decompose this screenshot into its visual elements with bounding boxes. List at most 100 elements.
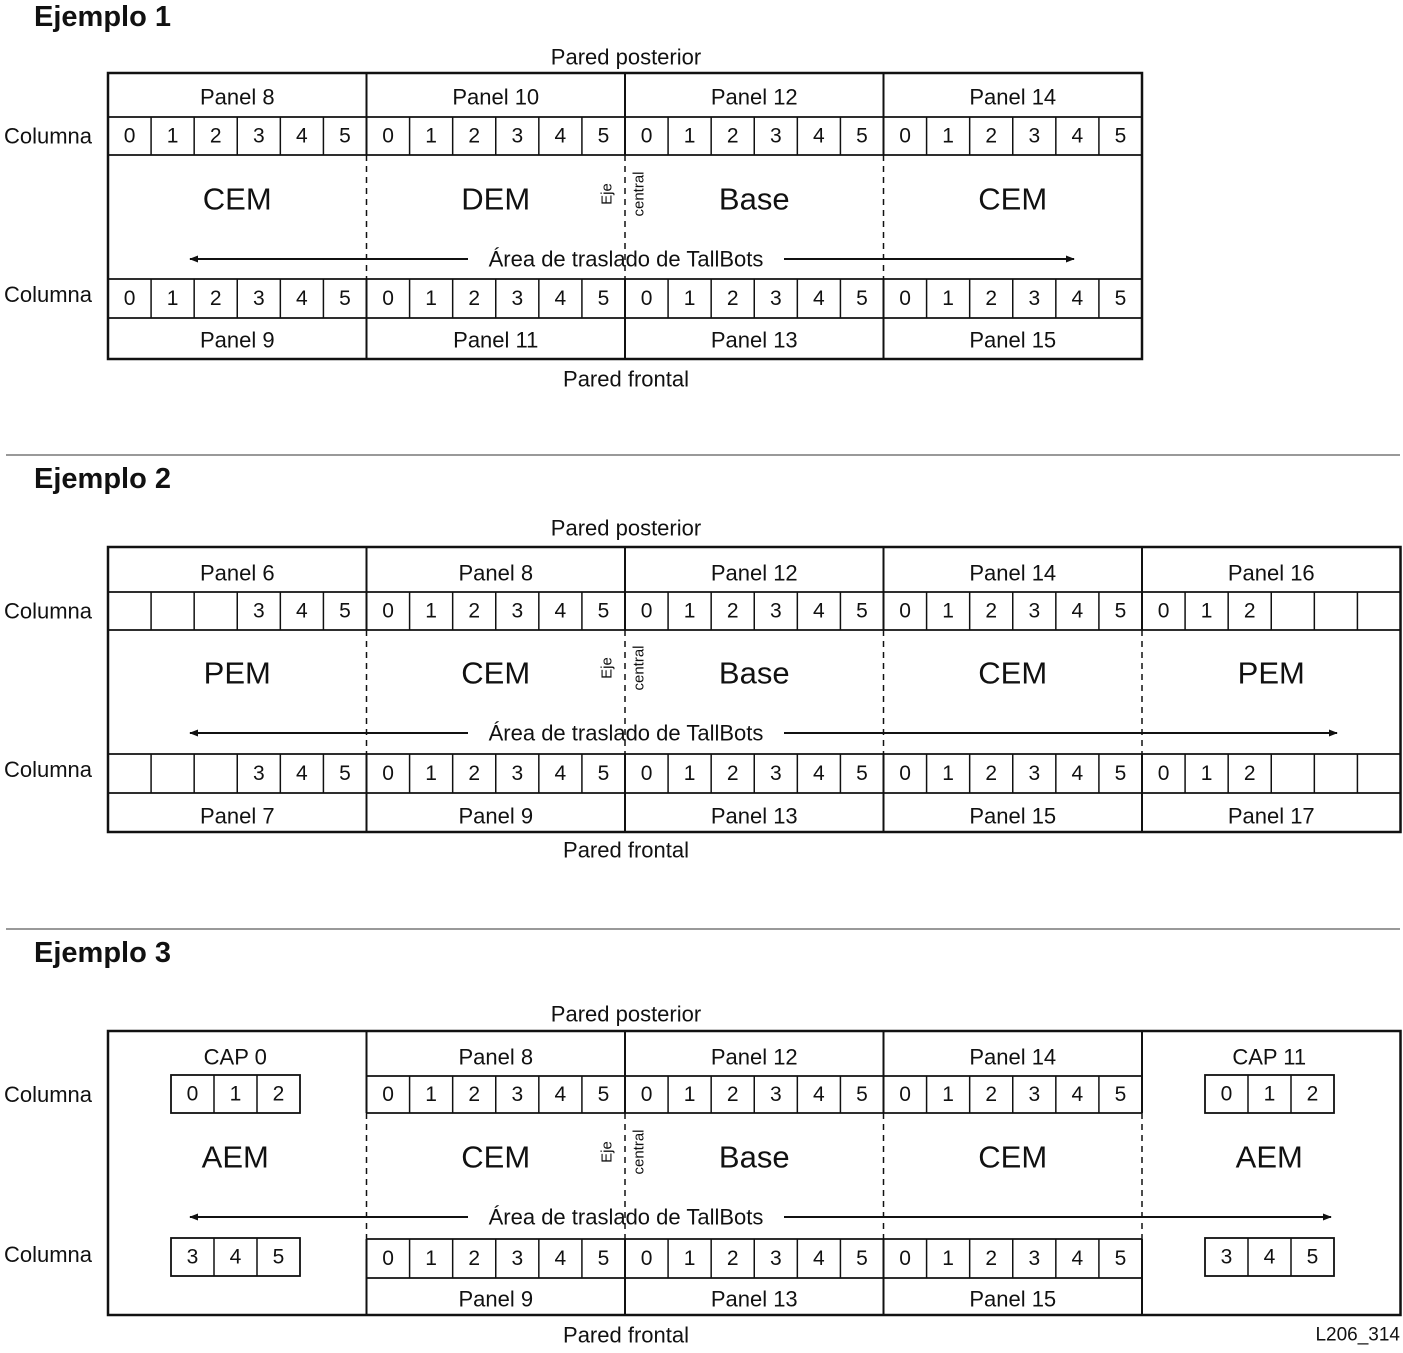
column-number: 4 [555, 762, 567, 785]
module-label: Base [719, 1140, 790, 1175]
travel-area-label: Área de traslado de TallBots [489, 721, 764, 746]
top-panel-label: Panel 14 [969, 1045, 1056, 1070]
column-number: 0 [382, 600, 394, 623]
example-title: Ejemplo 1 [34, 1, 171, 33]
cap-bottom-box [170, 1237, 301, 1277]
column-number: 5 [1115, 1247, 1127, 1270]
column-number: 1 [1201, 600, 1213, 623]
column-number: 3 [511, 287, 523, 310]
column-number: 0 [382, 1247, 394, 1270]
cap-bottom-box [1204, 1237, 1335, 1277]
cap-column-number: 4 [230, 1246, 242, 1269]
column-number: 5 [339, 287, 351, 310]
cap-column-number: 0 [1221, 1083, 1233, 1106]
column-number: 3 [253, 287, 265, 310]
back-wall-label: Pared posterior [551, 45, 701, 70]
module-label: Base [719, 656, 790, 691]
column-number: 0 [899, 1247, 911, 1270]
column-number: 4 [296, 762, 308, 785]
column-number: 2 [985, 1247, 997, 1270]
column-number: 5 [598, 600, 610, 623]
column-number: 4 [813, 600, 825, 623]
column-number: 4 [555, 1247, 567, 1270]
column-number: 3 [253, 600, 265, 623]
column-number: 4 [1072, 1083, 1084, 1106]
module-label: PEM [204, 656, 271, 691]
bottom-panel-label: Panel 13 [711, 1287, 798, 1312]
example-title: Ejemplo 3 [34, 937, 171, 969]
column-number: 3 [511, 762, 523, 785]
column-number: 3 [770, 600, 782, 623]
cap-column-number: 4 [1264, 1246, 1276, 1269]
column-number: 2 [727, 1247, 739, 1270]
column-label-bottom: Columna [4, 282, 93, 307]
column-label-bottom: Columna [4, 1242, 93, 1267]
column-number: 2 [727, 125, 739, 148]
column-label-top: Columna [4, 1082, 93, 1107]
column-number: 3 [253, 125, 265, 148]
column-number: 3 [1028, 1083, 1040, 1106]
column-number: 1 [942, 762, 954, 785]
module-label: CEM [978, 182, 1047, 217]
column-number: 1 [942, 1083, 954, 1106]
column-number: 2 [727, 1083, 739, 1106]
column-number: 2 [985, 762, 997, 785]
column-number: 0 [1158, 600, 1170, 623]
column-number: 4 [1072, 600, 1084, 623]
column-number: 1 [942, 125, 954, 148]
bottom-panel-label: Panel 15 [969, 1287, 1056, 1312]
column-number: 0 [641, 600, 653, 623]
front-wall-label: Pared frontal [563, 367, 689, 392]
column-number: 5 [856, 125, 868, 148]
column-number: 5 [1115, 287, 1127, 310]
bottom-panel-label: Panel 9 [200, 328, 275, 353]
column-number: 3 [770, 762, 782, 785]
module-label: PEM [1238, 656, 1305, 691]
column-number: 3 [770, 1247, 782, 1270]
column-number: 4 [555, 287, 567, 310]
column-number: 4 [1072, 287, 1084, 310]
column-number: 1 [425, 600, 437, 623]
cap-column-number: 5 [273, 1246, 285, 1269]
column-number: 5 [598, 125, 610, 148]
cap-column-number: 1 [1264, 1083, 1276, 1106]
center-line-label: central [631, 171, 648, 216]
column-number: 2 [727, 762, 739, 785]
column-number: 5 [856, 600, 868, 623]
column-number: 3 [511, 1083, 523, 1106]
column-number: 1 [167, 125, 179, 148]
column-number: 0 [641, 125, 653, 148]
travel-area-label: Área de traslado de TallBots [489, 247, 764, 272]
column-number: 3 [253, 762, 265, 785]
column-number: 4 [296, 600, 308, 623]
top-panel-label: Panel 8 [458, 561, 533, 586]
bottom-panel-label: Panel 13 [711, 328, 798, 353]
column-number: 3 [511, 125, 523, 148]
top-panel-label: Panel 12 [711, 1045, 798, 1070]
column-number: 5 [598, 1247, 610, 1270]
cap-column-number: 3 [187, 1246, 199, 1269]
travel-area-label: Área de traslado de TallBots [489, 1205, 764, 1230]
column-number: 0 [382, 287, 394, 310]
bottom-panel-label: Panel 7 [200, 804, 275, 829]
column-number: 5 [598, 762, 610, 785]
column-number: 3 [1028, 125, 1040, 148]
bottom-panel-label: Panel 15 [969, 328, 1056, 353]
module-label: CEM [978, 656, 1047, 691]
column-number: 5 [856, 762, 868, 785]
column-number: 3 [511, 600, 523, 623]
bottom-panel-label: Panel 15 [969, 804, 1056, 829]
column-number: 0 [641, 762, 653, 785]
center-line-label: central [631, 645, 648, 690]
column-number: 0 [641, 1247, 653, 1270]
column-number: 2 [985, 287, 997, 310]
column-number: 3 [1028, 1247, 1040, 1270]
column-number: 4 [555, 600, 567, 623]
column-number: 3 [1028, 600, 1040, 623]
column-number: 0 [124, 125, 136, 148]
top-panel-label: Panel 14 [969, 561, 1056, 586]
column-number: 1 [425, 1083, 437, 1106]
top-panel-label: Panel 12 [711, 85, 798, 110]
top-panel-label: Panel 6 [200, 561, 275, 586]
module-label: AEM [1236, 1140, 1303, 1175]
